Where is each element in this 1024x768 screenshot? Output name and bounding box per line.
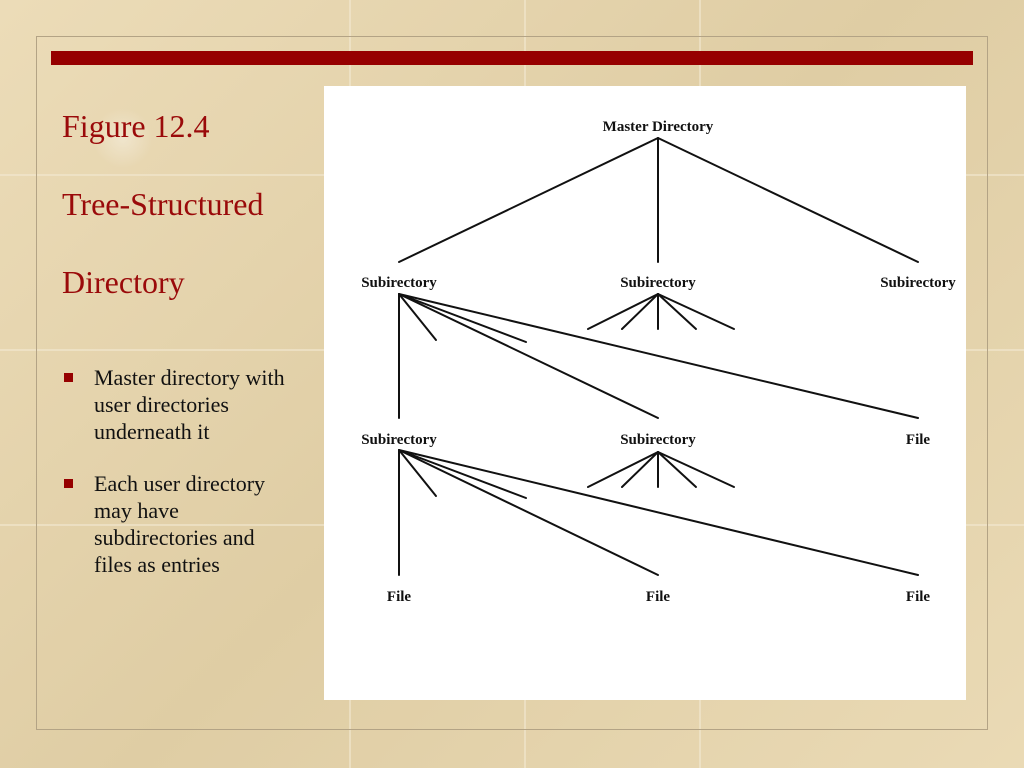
bullet-text: Master directory with user directories u…	[94, 365, 285, 444]
title-line: Figure 12.4	[62, 108, 210, 144]
edge	[587, 293, 659, 330]
bullet-item: Each user directory may have subdirector…	[62, 470, 292, 578]
node-file: File	[387, 589, 411, 605]
edge	[621, 293, 659, 330]
node-subdirectory: Subirectory	[361, 432, 437, 448]
tree-diagram-svg: Master Directory Subirectory Subirectory…	[361, 119, 956, 605]
edge	[657, 451, 735, 488]
accent-bar	[51, 51, 973, 65]
square-bullet-icon	[64, 373, 73, 382]
edge	[398, 293, 437, 341]
edge	[398, 137, 659, 263]
edge	[621, 451, 659, 488]
bullet-item: Master directory with user directories u…	[62, 364, 292, 445]
edge	[398, 293, 659, 419]
node-file: File	[906, 589, 930, 605]
edge	[398, 449, 919, 576]
node-file: File	[646, 589, 670, 605]
node-subdirectory: Subirectory	[880, 275, 956, 291]
edge	[398, 293, 919, 419]
slide-frame	[36, 36, 988, 730]
node-file: File	[906, 432, 930, 448]
edge	[398, 449, 527, 499]
edge	[657, 451, 697, 488]
node-subdirectory: Subirectory	[620, 275, 696, 291]
edge	[398, 293, 527, 343]
edge	[398, 449, 659, 576]
node-subdirectory: Subirectory	[361, 275, 437, 291]
bullet-list: Master directory with user directories u…	[62, 364, 292, 603]
bullet-text: Each user directory may have subdirector…	[94, 471, 266, 577]
edge	[398, 449, 437, 497]
title-line: Directory	[62, 264, 185, 300]
edge	[657, 137, 919, 263]
title-line: Tree-Structured	[62, 186, 264, 222]
square-bullet-icon	[64, 479, 73, 488]
slide-title: Figure 12.4 Tree-Structured Directory	[62, 110, 322, 344]
node-master-directory: Master Directory	[603, 119, 714, 135]
edge	[657, 293, 697, 330]
edge	[657, 293, 735, 330]
tree-diagram: Master Directory Subirectory Subirectory…	[324, 86, 966, 700]
node-subdirectory: Subirectory	[620, 432, 696, 448]
edge	[587, 451, 659, 488]
